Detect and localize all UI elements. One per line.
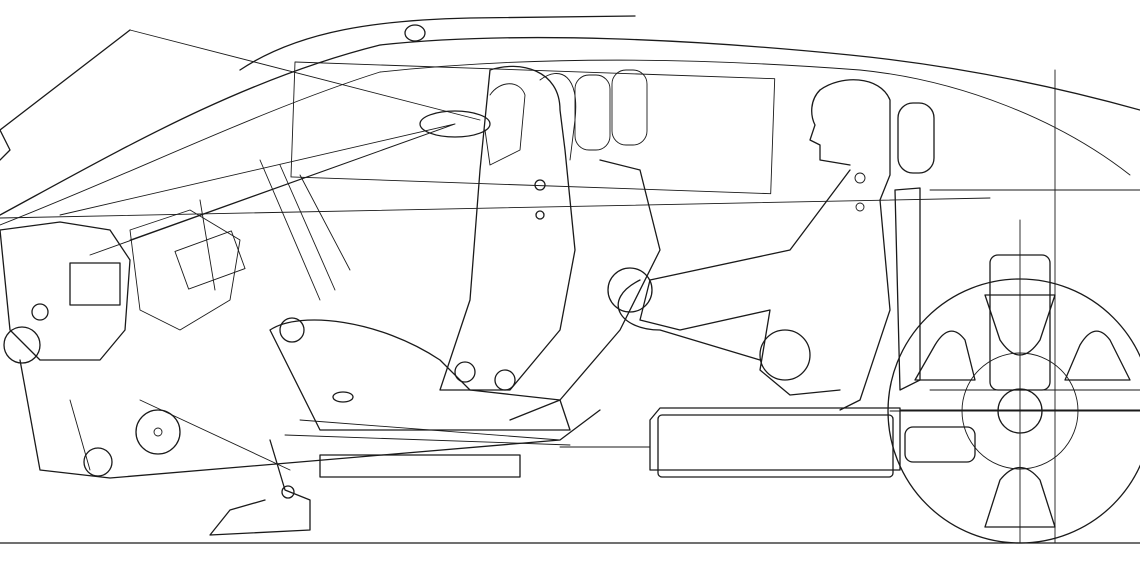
floor-battery	[559, 189, 1140, 478]
rear-passenger	[607, 79, 935, 411]
car-body-outline	[0, 15, 1140, 544]
dashboard-assembly	[0, 159, 601, 479]
rear-wheel	[887, 219, 1140, 544]
front-seat-driver	[209, 65, 661, 536]
